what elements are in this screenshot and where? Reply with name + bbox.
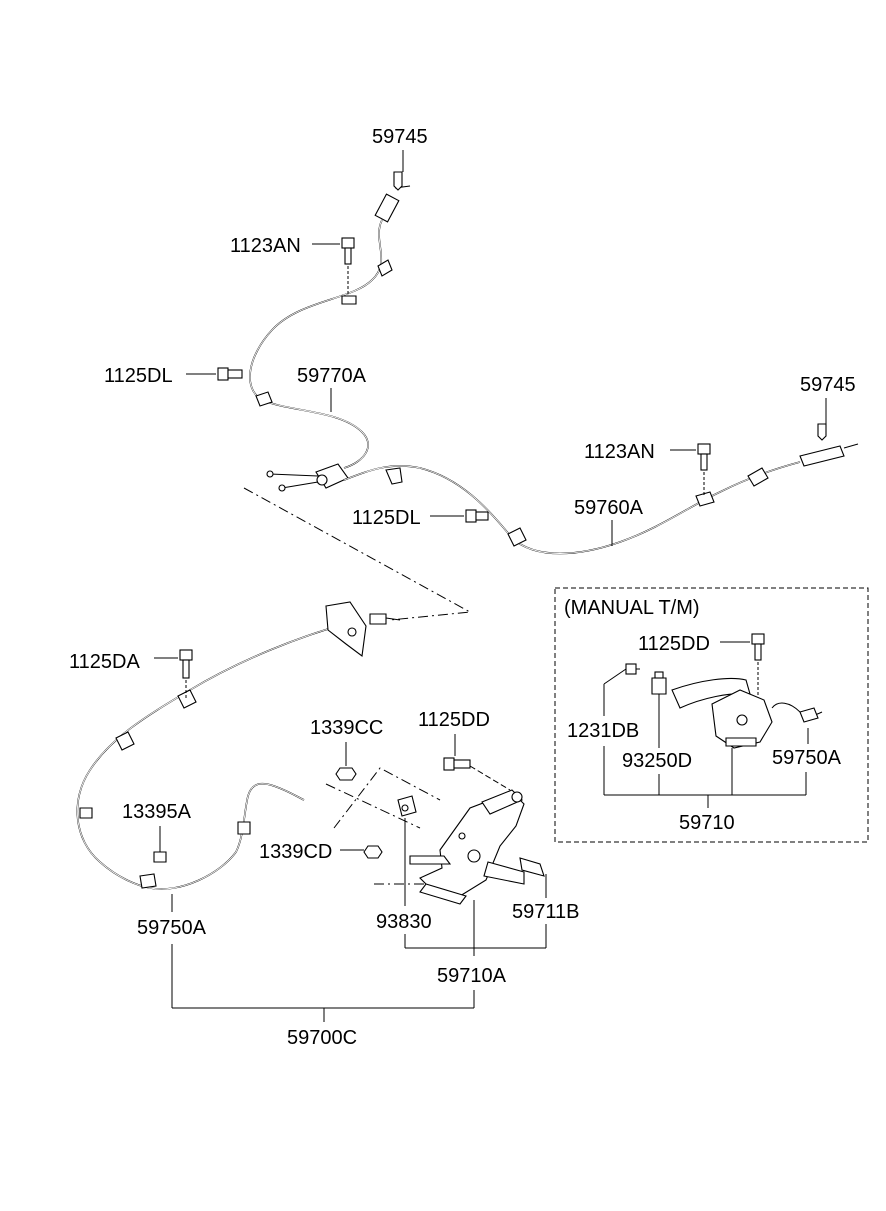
bolt-1125dl-top <box>186 367 243 381</box>
clip-13395a <box>153 826 167 863</box>
lever-assembly-59710a <box>397 789 545 905</box>
label-1125dl-top: 1125DL <box>104 365 173 387</box>
dashed-connector-lever <box>325 767 441 885</box>
label-1123an-right: 1123AN <box>584 441 655 463</box>
bolt-1125dd <box>443 734 511 791</box>
manual-tm-box: (MANUAL T/M) 1125DD 1231DB 93250D 59750A <box>554 587 869 843</box>
manual-tm-label-59710: 59710 <box>679 812 735 834</box>
manual-tm-label-93250d: 93250D <box>622 750 692 772</box>
label-1125dd: 1125DD <box>418 709 490 731</box>
label-93830: 93830 <box>376 911 432 933</box>
manual-tm-label-59750a: 59750A <box>772 747 842 769</box>
label-1125da: 1125DA <box>69 651 140 673</box>
manual-tm-label-1125dd: 1125DD <box>638 633 710 655</box>
nut-1339cd <box>340 845 383 859</box>
group-bracket-59710a <box>404 900 547 956</box>
group-bracket-59700c <box>171 944 475 1022</box>
bolt-1123an-top <box>312 237 355 296</box>
label-59745-top: 59745 <box>372 126 428 148</box>
dashed-connector-upper <box>243 487 472 621</box>
label-59745-right: 59745 <box>800 374 856 396</box>
bolt-1125dl-mid <box>430 509 489 523</box>
cable-59750a <box>76 601 401 890</box>
bolt-1125da <box>154 649 193 700</box>
cable-59770a <box>249 185 411 492</box>
nut-1339cc <box>335 742 357 781</box>
bolt-1123an-right <box>670 443 711 496</box>
label-59711b: 59711B <box>512 901 579 923</box>
label-1339cd: 1339CD <box>259 841 332 863</box>
label-59700c: 59700C <box>287 1027 357 1049</box>
label-59770a: 59770A <box>297 365 367 387</box>
manual-tm-label-1231db: 1231DB <box>567 720 639 742</box>
label-13395a: 13395A <box>122 801 192 823</box>
label-1339cc: 1339CC <box>310 717 383 739</box>
label-1125dl-mid: 1125DL <box>352 507 421 529</box>
clip-59745-top <box>393 150 404 191</box>
clip-59745-right <box>817 398 827 441</box>
manual-tm-title: (MANUAL T/M) <box>564 597 700 619</box>
cable-59760a <box>343 443 859 555</box>
label-1123an-top: 1123AN <box>230 235 301 257</box>
label-59750a: 59750A <box>137 917 207 939</box>
label-59710a: 59710A <box>437 965 507 987</box>
label-59760a: 59760A <box>574 497 644 519</box>
